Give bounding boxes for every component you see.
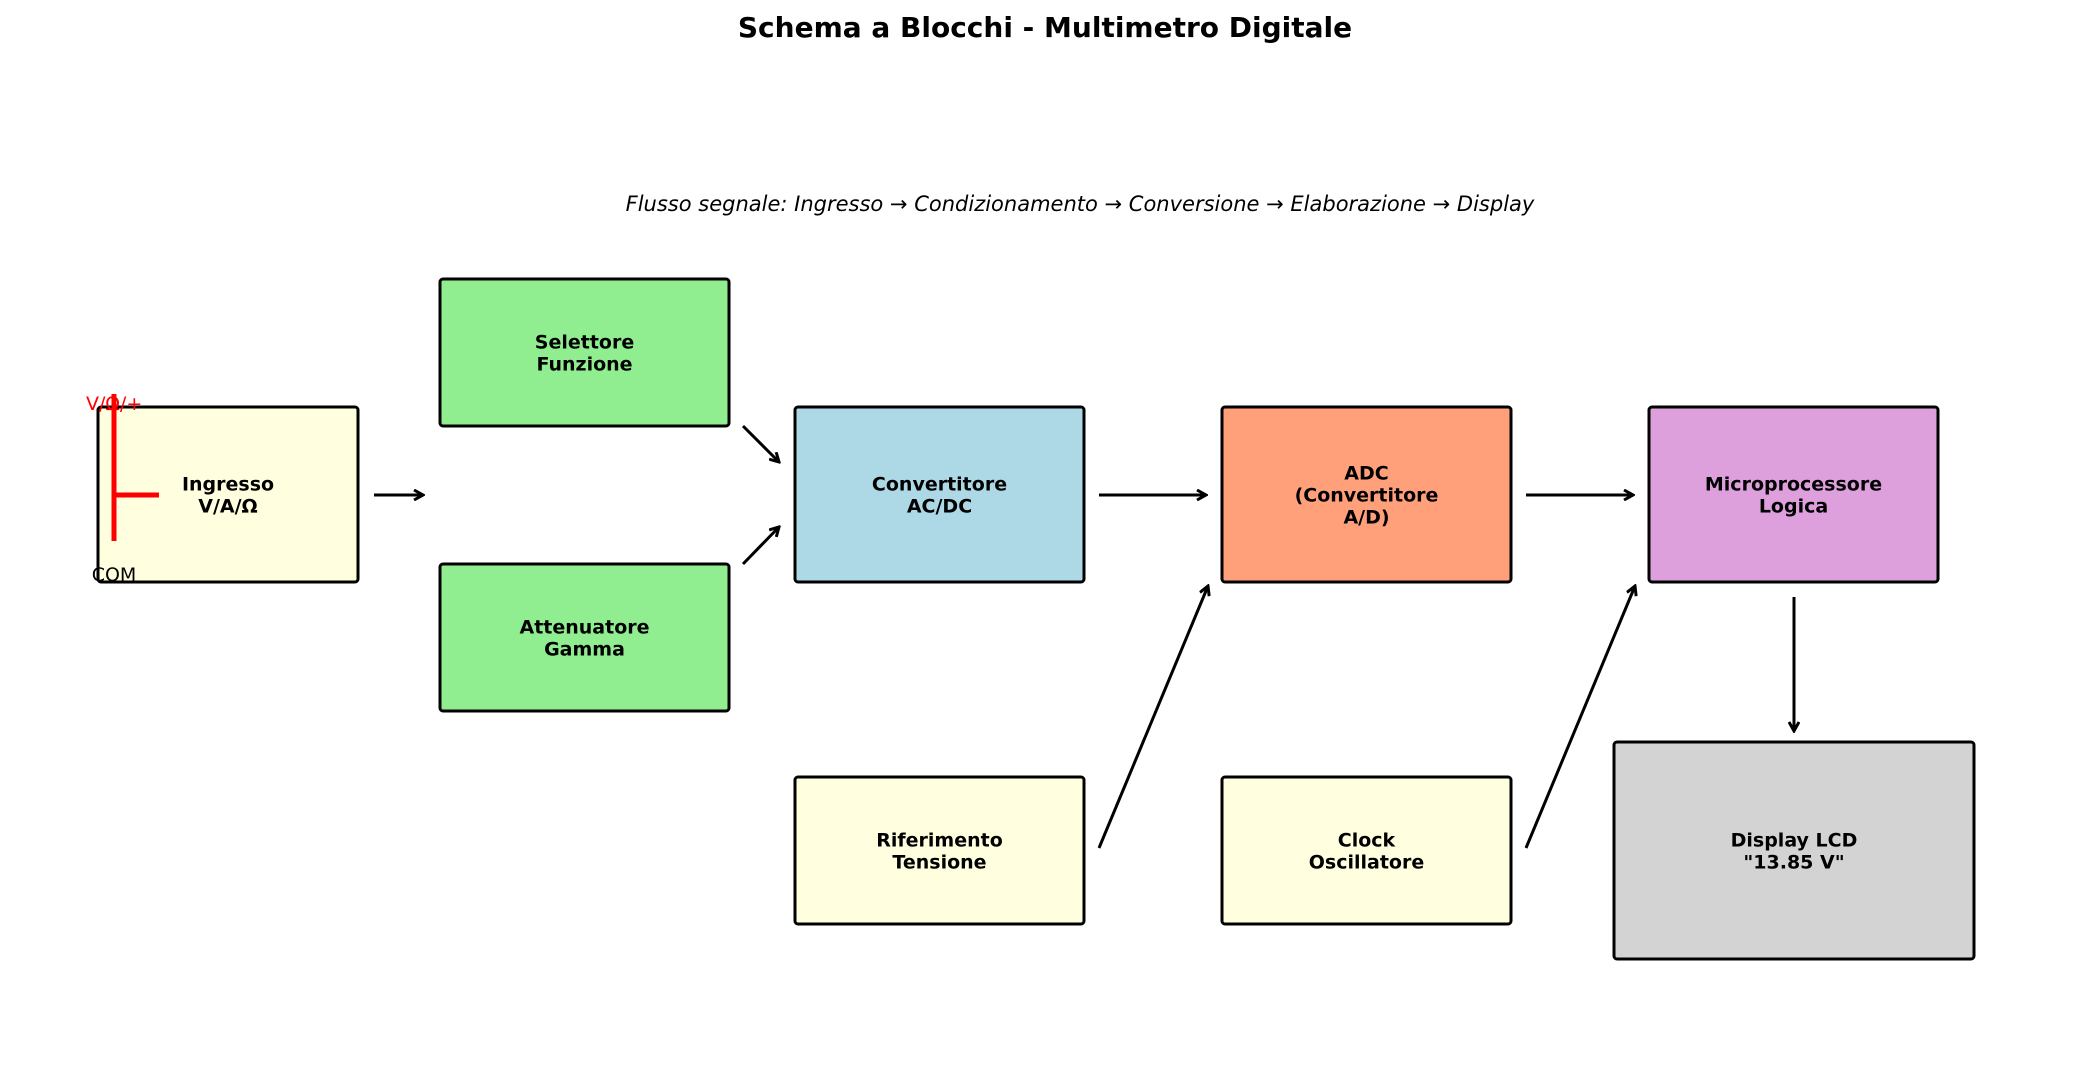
common-terminal-label: COM [92, 564, 137, 586]
positive-terminal-label: V/Ω/+ [86, 393, 142, 415]
block-label-line: V/A/Ω [198, 496, 257, 518]
block-label-line: Oscillatore [1309, 852, 1424, 874]
block-box [1220, 405, 1513, 584]
block-box [1612, 740, 1976, 961]
block-box [1647, 405, 1940, 584]
block-label-line: Microprocessore [1705, 474, 1882, 496]
block-label-line: ADC [1344, 463, 1388, 485]
block-label-line: Ingresso [182, 474, 274, 496]
block-box [1220, 775, 1513, 926]
block-box [793, 405, 1086, 584]
diagram-title: Schema a Blocchi - Multimetro Digitale [738, 11, 1352, 44]
block-label-line: Clock [1338, 830, 1396, 852]
block-box [438, 562, 731, 713]
block-label-line: Funzione [536, 354, 632, 376]
block-label-line: (Convertitore [1295, 485, 1439, 507]
block-label-line: A/D) [1343, 507, 1389, 529]
block-label-line: Tensione [892, 852, 986, 874]
block-label-line: Riferimento [876, 830, 1003, 852]
block-box [793, 775, 1086, 926]
block-label-line: Gamma [544, 639, 625, 661]
arrow-riferimento-to-adc [1097, 586, 1208, 849]
block-box [438, 277, 731, 428]
block-label-line: AC/DC [907, 496, 972, 518]
input-terminals: V/Ω/+ COM [86, 393, 159, 586]
arrow-attenuatore-to-convertitore [741, 527, 779, 566]
diagram-subtitle: Flusso segnale: Ingresso → Condizionamen… [626, 192, 1535, 216]
block-label-line: "13.85 V" [1743, 852, 1844, 874]
block-label-line: Convertitore [872, 474, 1007, 496]
block-label-line: Display LCD [1731, 830, 1858, 852]
arrow-selettore-to-convertitore [741, 424, 779, 462]
block-display: Display LCD"13.85 V" [1612, 740, 1976, 961]
block-label-line: Attenuatore [519, 617, 649, 639]
block-label-line: Logica [1759, 496, 1828, 518]
block-label-line: Selettore [535, 332, 634, 354]
block-box [96, 405, 360, 584]
arrow-clock-to-micro [1524, 586, 1635, 849]
